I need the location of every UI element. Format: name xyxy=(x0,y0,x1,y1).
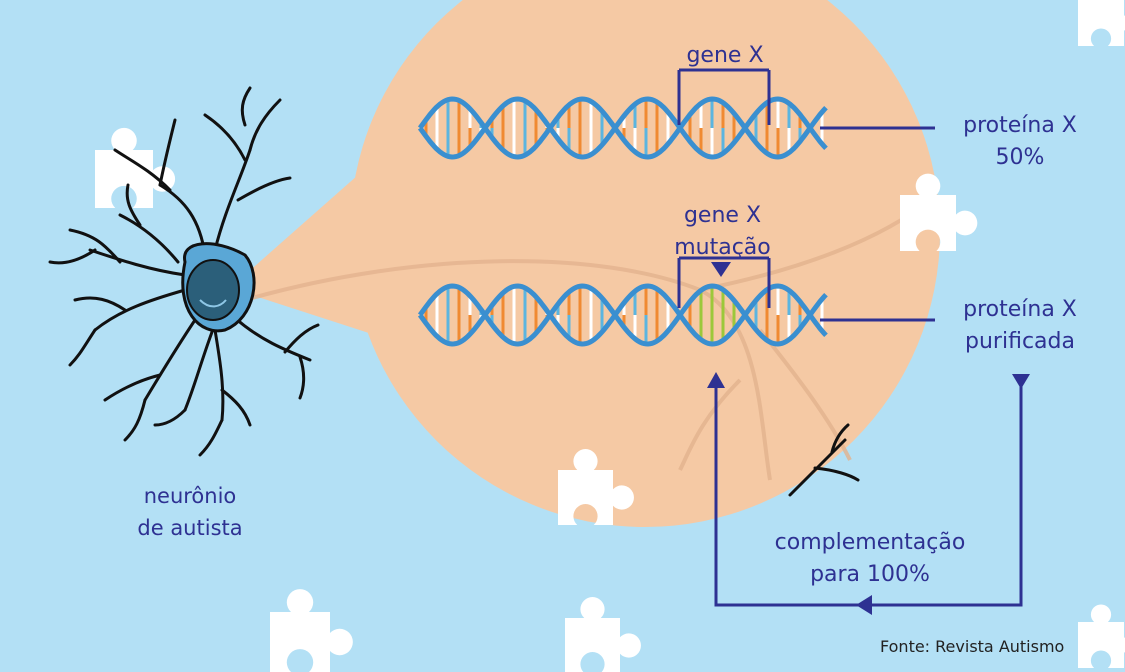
dna-helix-normal xyxy=(417,96,828,160)
dendrite xyxy=(68,328,97,367)
gene-x-mutation-line2: mutação xyxy=(674,235,771,260)
zoom-bubble xyxy=(230,0,940,527)
dendrite xyxy=(813,466,860,482)
dendrite xyxy=(203,113,247,162)
dendrite xyxy=(118,213,180,264)
arrow-down-icon xyxy=(711,262,731,277)
dendrite xyxy=(125,183,142,227)
protein-purified-line2: purificada xyxy=(965,329,1075,354)
dna-strand xyxy=(417,96,828,160)
puzzle-piece-icon xyxy=(95,127,176,208)
complementation-line2: para 100% xyxy=(810,562,930,587)
dendrite xyxy=(103,373,162,402)
dna-strand xyxy=(417,96,828,160)
complementation-label: complementação para 100% xyxy=(760,527,980,591)
dendrite xyxy=(123,398,147,442)
arrow-down-icon xyxy=(1012,374,1030,389)
dna-strand xyxy=(417,283,828,347)
dendrite xyxy=(830,423,850,454)
puzzle-piece-icon xyxy=(1078,604,1125,668)
dendrite xyxy=(220,388,252,427)
dendrite xyxy=(248,98,282,152)
puzzle-piece-icon xyxy=(565,597,641,672)
dendrite xyxy=(213,328,225,422)
puzzle-pieces xyxy=(95,0,1125,672)
arrow-up-icon xyxy=(707,372,725,388)
gene-x-markers xyxy=(677,68,935,322)
dendrite xyxy=(48,248,97,265)
protein-50-line2: 50% xyxy=(995,145,1045,170)
protein-purified-label: proteína X purificada xyxy=(935,294,1105,358)
neuron-soma xyxy=(181,242,256,333)
arrow-left-icon xyxy=(856,595,872,615)
dendrite xyxy=(88,248,187,277)
dendrite xyxy=(113,148,172,192)
dna-strand xyxy=(417,283,828,347)
dna-helix-mutated xyxy=(417,283,828,347)
complementation-line1: complementação xyxy=(774,530,966,555)
puzzle-piece-icon xyxy=(558,449,634,525)
dendrite xyxy=(298,355,306,400)
dendrite xyxy=(788,438,847,497)
neuron-illustration xyxy=(48,86,320,457)
dendrite xyxy=(236,176,292,202)
dendrite xyxy=(213,148,252,252)
dendrite xyxy=(233,316,312,362)
gene-x-label: gene X xyxy=(686,43,764,68)
neuron-label: neurônio de autista xyxy=(120,480,260,544)
dendrite xyxy=(73,296,127,312)
dendrite xyxy=(158,118,177,187)
neuron-label-line2: de autista xyxy=(137,516,243,540)
protein-50-line1: proteína X xyxy=(963,113,1077,138)
puzzle-piece-icon xyxy=(1078,0,1125,46)
nucleus-icon xyxy=(186,259,240,321)
dendrite xyxy=(93,288,187,332)
axon-background xyxy=(244,198,932,481)
dendrite-fragment xyxy=(788,423,860,497)
dendrite xyxy=(283,323,320,354)
gene-x-mutation-label: gene X mutação xyxy=(660,200,785,264)
dendrite xyxy=(198,418,224,457)
dendrite xyxy=(183,330,214,412)
dendrite xyxy=(153,408,187,427)
neuron-label-line1: neurônio xyxy=(143,484,237,508)
puzzle-piece-icon xyxy=(270,589,353,672)
gene-x-mutation-line1: gene X xyxy=(683,203,762,228)
dendrite xyxy=(240,86,252,127)
puzzle-piece-icon xyxy=(900,173,978,252)
dendrite xyxy=(143,318,197,402)
protein-purified-line1: proteína X xyxy=(963,297,1077,322)
source-caption: Fonte: Revista Autismo xyxy=(880,637,1065,656)
dendrite xyxy=(68,228,122,264)
protein-50-label: proteína X 50% xyxy=(935,110,1105,174)
